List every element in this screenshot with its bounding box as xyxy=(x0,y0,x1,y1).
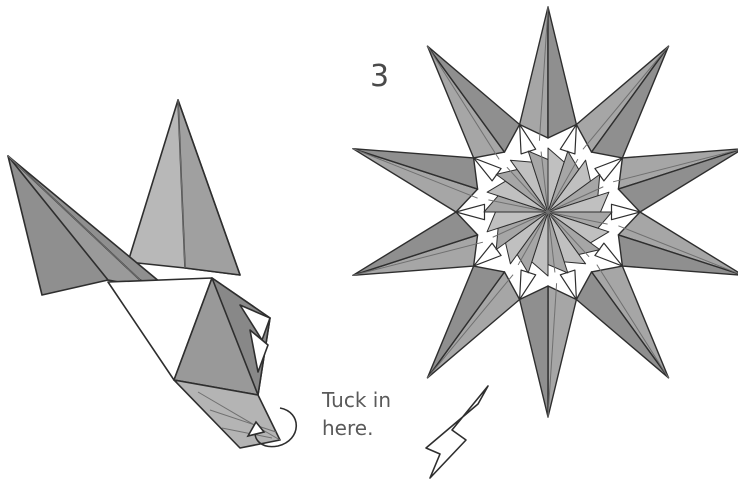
tuck-instruction-line-2: here. xyxy=(322,414,391,442)
tuck-instruction-line-1: Tuck in xyxy=(322,386,391,414)
module-tail xyxy=(174,380,280,448)
star-point-right-half xyxy=(520,286,548,417)
finished-star xyxy=(353,7,738,417)
star-point-right-half xyxy=(548,7,576,138)
star-gap-triangle xyxy=(595,243,623,266)
folded-module xyxy=(8,100,280,448)
tuck-instruction: Tuck in here. xyxy=(322,386,391,442)
star-gap-triangle xyxy=(474,158,502,181)
module-back-point-shadow xyxy=(178,100,240,275)
step-number: 3 xyxy=(370,62,389,92)
hollow-arrow-icon xyxy=(426,386,488,478)
